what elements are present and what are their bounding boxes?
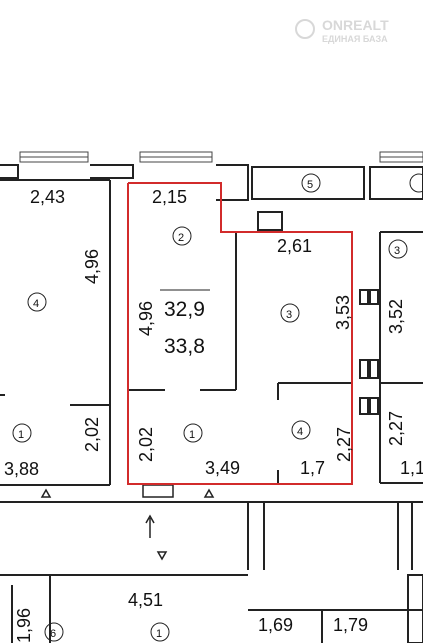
bottom-room-a-number: 6 [50,628,56,640]
left-room-number: 4 [33,298,39,310]
right-lower-width: 1,1 [400,458,423,478]
unit-top-width: 2,15 [152,187,187,207]
watermark-brand: ONREALT [322,17,389,33]
unit-bath-height: 2,27 [334,427,354,462]
unit-hall-number: 1 [189,429,195,441]
unit-main-number: 3 [286,309,292,321]
bottom-width-1: 1,69 [258,615,293,635]
left-hall-height: 2,02 [82,417,102,452]
left-room-width: 2,43 [30,187,65,207]
watermark-sub: ЕДИНАЯ БАЗА [322,34,388,44]
marker-triangle-icon [40,488,52,498]
labels: 2,43 4,96 4 1 3,88 2,02 2,15 2 4,96 32,9… [4,179,423,643]
right-room-height: 3,52 [386,299,406,334]
walls [0,164,423,643]
unit-kitchen-number: 2 [178,232,184,244]
right-lower-height: 2,27 [386,411,406,446]
bottom-width-2: 1,79 [333,615,368,635]
highlighted-unit-outline [127,182,353,485]
left-hall-number: 1 [18,429,24,441]
unit-bath-number: 4 [297,426,303,438]
unit-bath-width: 1,7 [300,458,325,478]
stair-number: 5 [307,179,313,191]
entry-markers [40,484,215,561]
unit-main-height: 3,53 [333,295,353,330]
right-room-number: 3 [394,245,400,257]
bottom-corridor-width: 4,51 [128,590,163,610]
windows [19,151,423,163]
unit-hall-width: 3,49 [205,458,240,478]
left-room-height: 4,96 [82,249,102,284]
room-markers [12,173,423,642]
watermark: ONREALT ЕДИНАЯ БАЗА [295,17,389,44]
unit-main-width: 2,61 [277,236,312,256]
unit-living-area: 33,8 [164,335,205,358]
unit-hall-height: 2,02 [136,427,156,462]
unit-total-area: 32,9 [164,298,205,321]
unit-side-height: 4,96 [136,301,156,336]
bottom-corridor-number: 1 [156,628,162,640]
watermark-logo-icon [295,19,315,39]
bottom-room-a-height: 1,96 [14,608,34,643]
left-hall-width: 3,88 [4,459,39,479]
